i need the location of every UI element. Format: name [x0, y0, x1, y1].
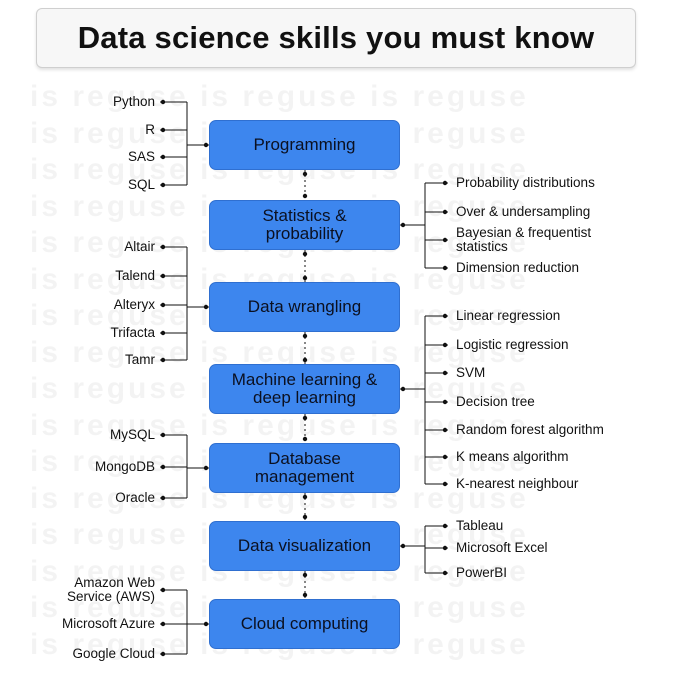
tick-dot	[442, 180, 448, 186]
branch-label-programming: Python	[112, 94, 155, 109]
tick-dot	[160, 273, 166, 279]
connector-dot	[302, 572, 308, 578]
tick-dot	[442, 370, 448, 376]
tick-dot	[160, 587, 166, 593]
branch-label-database: MongoDB	[94, 459, 155, 474]
branch-label-wrangling: Tamr	[125, 352, 155, 367]
node-ml: Machine learning &deep learning	[209, 364, 400, 414]
connector-dot	[302, 193, 308, 199]
branch-label-wrangling: Alteryx	[113, 297, 155, 312]
tick-dot	[442, 523, 448, 529]
connector-dot	[302, 415, 308, 421]
node-label: Data wrangling	[247, 297, 362, 316]
tick-dot	[160, 127, 166, 133]
branch-label-wrangling: Trifacta	[110, 325, 155, 340]
branch-label-programming: SQL	[127, 177, 155, 192]
branch-label-ml: SVM	[456, 365, 486, 380]
branch-label-visualization: Microsoft Excel	[456, 540, 548, 555]
title-box: Data science skills you must know	[36, 8, 636, 68]
tick-dot	[160, 99, 166, 105]
tick-dot	[160, 432, 166, 438]
branch-label-ml: K means algorithm	[456, 449, 569, 464]
branch-label-statistics: Over & undersampling	[456, 204, 591, 219]
tick-dot	[160, 495, 166, 501]
connector-dot	[302, 494, 308, 500]
node-visualization: Data visualization	[209, 521, 400, 571]
branch-label-cloud: Microsoft Azure	[61, 616, 155, 631]
tick-dot	[442, 313, 448, 319]
tick-dot	[160, 302, 166, 308]
tick-dot	[442, 570, 448, 576]
branch-label-programming: SAS	[127, 149, 155, 164]
branch-label-wrangling: Talend	[115, 268, 155, 283]
tick-dot	[442, 399, 448, 405]
branch-label-ml: Linear regression	[456, 308, 561, 323]
tick-dot	[442, 237, 448, 243]
branch-label-ml: Logistic regression	[456, 337, 569, 352]
branch-label-database: Oracle	[115, 490, 155, 505]
connector-dot	[302, 171, 308, 177]
branch-label-ml: K-nearest neighbour	[456, 476, 579, 491]
tick-dot	[160, 154, 166, 160]
node-wrangling: Data wrangling	[209, 282, 400, 332]
tick-dot	[160, 621, 166, 627]
branch-label-statistics: Probability distributions	[456, 175, 595, 190]
node-label: Data visualization	[237, 536, 372, 555]
connector-dot	[302, 514, 308, 520]
tick-dot	[160, 357, 166, 363]
watermark-row: is reguse is reguse is reguse	[30, 409, 529, 443]
stem-dot	[203, 621, 209, 627]
tick-dot	[442, 427, 448, 433]
tick-dot	[442, 545, 448, 551]
tick-dot	[442, 454, 448, 460]
tick-dot	[160, 182, 166, 188]
tick-dot	[160, 330, 166, 336]
stem-dot	[400, 543, 406, 549]
branch-label-cloud: Google Cloud	[72, 646, 155, 661]
branch-label-database: MySQL	[109, 427, 155, 442]
node-label: Cloud computing	[240, 614, 369, 633]
tick-dot	[160, 464, 166, 470]
tick-dot	[442, 481, 448, 487]
tick-dot	[442, 342, 448, 348]
tick-dot	[160, 651, 166, 657]
tick-dot	[442, 209, 448, 215]
connector-dot	[302, 275, 308, 281]
branch-label-visualization: Tableau	[456, 518, 504, 533]
watermark-row: is reguse is reguse is reguse	[30, 80, 529, 114]
branch-label-programming: R	[145, 122, 155, 137]
node-statistics: Statistics &probability	[209, 200, 400, 250]
node-cloud: Cloud computing	[209, 599, 400, 649]
connector-dot	[302, 357, 308, 363]
connector-dot	[302, 592, 308, 598]
stem-dot	[203, 142, 209, 148]
connector-dot	[302, 251, 308, 257]
tick-dot	[442, 265, 448, 271]
connector-dot	[302, 436, 308, 442]
node-label: Statistics &probability	[262, 206, 347, 243]
branch-label-wrangling: Altair	[124, 239, 155, 254]
node-programming: Programming	[209, 120, 400, 170]
branch-label-ml: Decision tree	[456, 394, 535, 409]
branch-label-ml: Random forest algorithm	[456, 422, 604, 437]
stem-dot	[400, 386, 406, 392]
stem-dot	[203, 465, 209, 471]
tick-dot	[160, 244, 166, 250]
node-label: Programming	[253, 135, 356, 154]
branch-label-visualization: PowerBI	[456, 565, 508, 580]
watermark-row: is reguse is reguse is reguse	[30, 336, 529, 370]
page-title: Data science skills you must know	[77, 20, 595, 55]
stem-dot	[203, 304, 209, 310]
connector-dot	[302, 333, 308, 339]
branch-label-statistics: Dimension reduction	[456, 260, 580, 275]
node-label: Machine learning &deep learning	[231, 370, 378, 407]
stem-dot	[400, 222, 406, 228]
